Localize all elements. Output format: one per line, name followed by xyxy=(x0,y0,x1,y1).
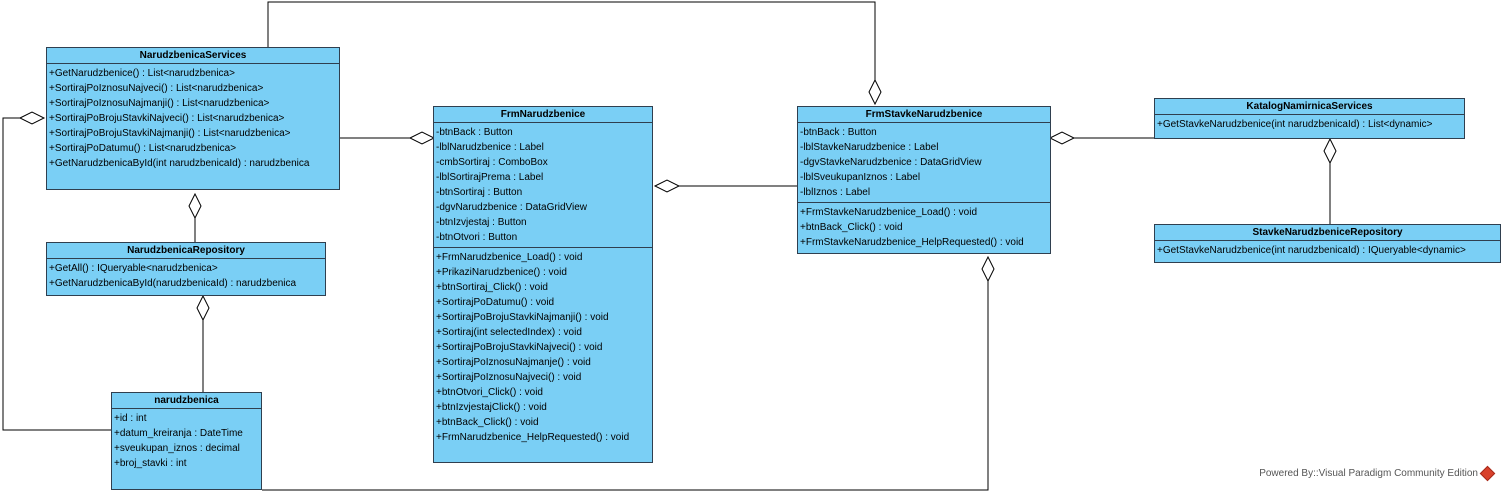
attribute: -dgvStavkeNarudzbenice : DataGridView xyxy=(800,157,982,168)
attribute: -btnOtvori : Button xyxy=(436,232,518,243)
powered-by-footer: Powered By::Visual Paradigm Community Ed… xyxy=(1259,465,1496,482)
aggregation-diamond xyxy=(408,131,436,145)
operation: +GetStavkeNarudzbenice(int narudzbenicaI… xyxy=(1157,245,1466,256)
class-frm-stavke-narudzbenice[interactable]: FrmStavkeNarudzbenice -btnBack : Button … xyxy=(797,106,1051,254)
attribute: -btnBack : Button xyxy=(436,127,513,138)
class-title: narudzbenica xyxy=(112,393,261,409)
aggregation-diamond xyxy=(196,294,210,322)
operations-section: +GetStavkeNarudzbenice(int narudzbenicaI… xyxy=(1155,115,1464,134)
operation: +GetAll() : IQueryable<narudzbenica> xyxy=(49,263,218,274)
operation: +Sortiraj(int selectedIndex) : void xyxy=(436,327,582,338)
attribute: -lblStavkeNarudzbenice : Label xyxy=(800,142,939,153)
class-stavke-narudzbenice-repository[interactable]: StavkeNarudzbeniceRepository +GetStavkeN… xyxy=(1154,224,1501,263)
operation: +GetNarudzbenice() : List<narudzbenica> xyxy=(49,68,235,79)
attribute: -lblSveukupanIznos : Label xyxy=(800,172,921,183)
operation: +GetNarudzbenicaById(int narudzbenicaId)… xyxy=(49,158,310,169)
operation: +SortirajPoDatumu() : void xyxy=(436,297,555,308)
aggregation-diamond xyxy=(868,78,882,106)
operation: +btnIzvjestajClick() : void xyxy=(436,402,547,413)
operation: +PrikaziNarudzbenice() : void xyxy=(436,267,567,278)
class-title: StavkeNarudzbeniceRepository xyxy=(1155,225,1500,241)
attribute: -btnBack : Button xyxy=(800,127,877,138)
class-narudzbenica[interactable]: narudzbenica +id : int +datum_kreiranja … xyxy=(111,392,262,490)
operation: +SortirajPoBrojuStavkiNajveci() : List<n… xyxy=(49,113,285,124)
footer-text: Powered By::Visual Paradigm Community Ed… xyxy=(1259,468,1478,479)
class-title: NarudzbenicaRepository xyxy=(47,243,325,259)
operation: +SortirajPoDatumu() : List<narudzbenica> xyxy=(49,143,237,154)
operation: +SortirajPoIznosuNajveci() : void xyxy=(436,372,582,383)
class-title: NarudzbenicaServices xyxy=(47,48,339,64)
attribute: -dgvNarudzbenice : DataGridView xyxy=(436,202,588,213)
operations-section: +GetAll() : IQueryable<narudzbenica> +Ge… xyxy=(47,259,325,293)
operation: +GetNarudzbenicaById(narudzbenicaId) : n… xyxy=(49,278,297,289)
operations-section: +GetStavkeNarudzbenice(int narudzbenicaI… xyxy=(1155,241,1500,260)
class-title: FrmNarudzbenice xyxy=(434,107,652,123)
attribute: +id : int xyxy=(114,413,147,424)
attribute: -lblIznos : Label xyxy=(800,187,871,198)
operations-section: +GetNarudzbenice() : List<narudzbenica> … xyxy=(47,64,339,173)
operation: +FrmNarudzbenice_HelpRequested() : void xyxy=(436,432,630,443)
attribute: +datum_kreiranja : DateTime xyxy=(114,428,243,439)
class-title: FrmStavkeNarudzbenice xyxy=(798,107,1050,123)
aggregation-diamond xyxy=(981,255,995,283)
operation: +btnBack_Click() : void xyxy=(436,417,539,428)
class-title: KatalogNamirnicaServices xyxy=(1155,99,1464,115)
attribute: -cmbSortiraj : ComboBox xyxy=(436,157,548,168)
operation: +FrmStavkeNarudzbenice_HelpRequested() :… xyxy=(800,237,1024,248)
attribute: +broj_stavki : int xyxy=(114,458,187,469)
operations-section: +FrmStavkeNarudzbenice_Load() : void +bt… xyxy=(798,203,1050,252)
attributes-section: -btnBack : Button -lblNarudzbenice : Lab… xyxy=(434,123,652,248)
class-narudzbenica-repository[interactable]: NarudzbenicaRepository +GetAll() : IQuer… xyxy=(46,242,326,296)
operation: +FrmStavkeNarudzbenice_Load() : void xyxy=(800,207,978,218)
operations-section: +FrmNarudzbenice_Load() : void +PrikaziN… xyxy=(434,248,652,447)
operation: +btnOtvori_Click() : void xyxy=(436,387,543,398)
operation: +GetStavkeNarudzbenice(int narudzbenicaI… xyxy=(1157,119,1433,130)
operation: +btnSortiraj_Click() : void xyxy=(436,282,548,293)
visual-paradigm-logo-icon xyxy=(1479,465,1496,482)
operation: +SortirajPoIznosuNajmanji() : List<narud… xyxy=(49,98,270,109)
association-services-stavke xyxy=(267,1,876,80)
class-frm-narudzbenice[interactable]: FrmNarudzbenice -btnBack : Button -lblNa… xyxy=(433,106,653,463)
attribute: -lblSortirajPrema : Label xyxy=(436,172,544,183)
attributes-section: -btnBack : Button -lblStavkeNarudzbenice… xyxy=(798,123,1050,203)
class-narudzbenica-services[interactable]: NarudzbenicaServices +GetNarudzbenice() … xyxy=(46,47,340,190)
aggregation-diamond xyxy=(188,192,202,220)
class-katalog-namirnica-services[interactable]: KatalogNamirnicaServices +GetStavkeNarud… xyxy=(1154,98,1465,139)
operation: +SortirajPoBrojuStavkiNajmanji() : List<… xyxy=(49,128,291,139)
aggregation-diamond xyxy=(18,111,46,125)
operation: +SortirajPoIznosuNajveci() : List<narudz… xyxy=(49,83,264,94)
operation: +btnBack_Click() : void xyxy=(800,222,903,233)
aggregation-diamond xyxy=(1323,137,1337,165)
attribute: -btnIzvjestaj : Button xyxy=(436,217,527,228)
aggregation-diamond xyxy=(653,179,681,193)
attributes-section: +id : int +datum_kreiranja : DateTime +s… xyxy=(112,409,261,473)
operation: +FrmNarudzbenice_Load() : void xyxy=(436,252,583,263)
attribute: -lblNarudzbenice : Label xyxy=(436,142,544,153)
association-narudzbenica-services xyxy=(2,117,112,431)
operation: +SortirajPoBrojuStavkiNajmanji() : void xyxy=(436,312,609,323)
attribute: +sveukupan_iznos : decimal xyxy=(114,443,240,454)
aggregation-diamond xyxy=(1048,131,1076,145)
attribute: -btnSortiraj : Button xyxy=(436,187,523,198)
association-narudzbenica-stavke xyxy=(262,281,989,491)
operation: +SortirajPoIznosuNajmanje() : void xyxy=(436,357,591,368)
operation: +SortirajPoBrojuStavkiNajveci() : void xyxy=(436,342,603,353)
